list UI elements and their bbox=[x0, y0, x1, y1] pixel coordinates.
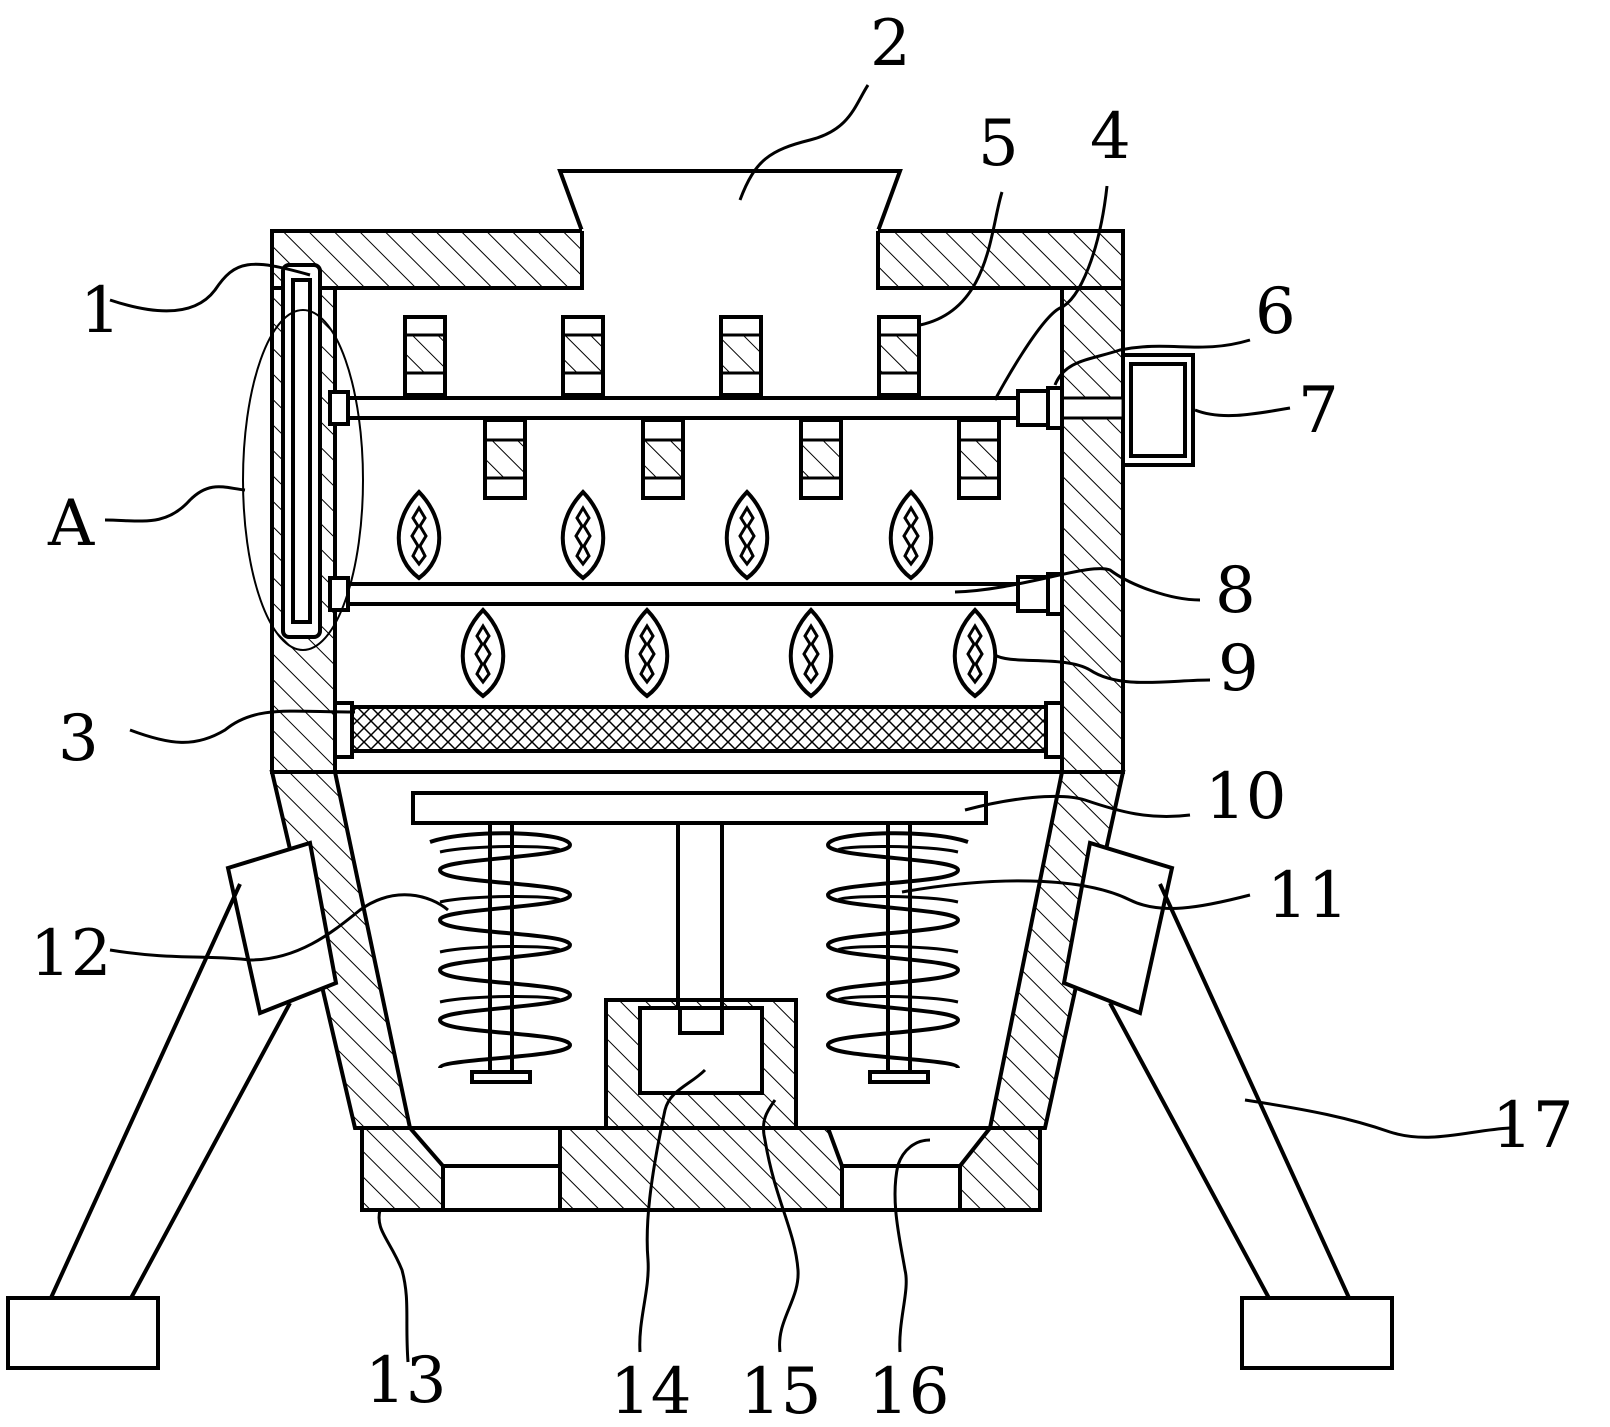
label-A: A bbox=[47, 487, 95, 561]
blade bbox=[483, 418, 527, 500]
grinding-lobes bbox=[396, 489, 998, 699]
base bbox=[360, 1126, 1042, 1212]
label-13: 13 bbox=[365, 1344, 446, 1418]
spring-left bbox=[429, 821, 573, 1084]
upper-shaft bbox=[328, 386, 1064, 430]
label-6: 6 bbox=[1255, 275, 1296, 349]
blade bbox=[877, 315, 921, 397]
lobe bbox=[560, 489, 606, 581]
spring-right bbox=[825, 821, 969, 1084]
upper-housing bbox=[270, 229, 1125, 774]
label-5: 5 bbox=[978, 107, 1019, 181]
leader-lines bbox=[104, 84, 1511, 1363]
lobe bbox=[624, 607, 670, 699]
blade bbox=[561, 315, 605, 397]
lobe bbox=[460, 607, 506, 699]
lower-shaft bbox=[328, 572, 1064, 616]
vibration-plate bbox=[411, 791, 988, 825]
leg-right bbox=[1061, 840, 1394, 1370]
vibration-motor bbox=[604, 998, 798, 1130]
blade bbox=[799, 418, 843, 500]
part-labels: 1 2 3 4 5 6 7 8 9 10 11 12 13 14 15 16 1… bbox=[30, 7, 1573, 1427]
right-wall bbox=[1060, 286, 1125, 774]
label-16: 16 bbox=[868, 1355, 949, 1427]
central-rod bbox=[676, 821, 724, 1010]
lobe bbox=[788, 607, 834, 699]
feed-hopper bbox=[557, 169, 903, 233]
label-10: 10 bbox=[1205, 760, 1286, 834]
label-11: 11 bbox=[1267, 859, 1348, 933]
lobe bbox=[724, 489, 770, 581]
label-9: 9 bbox=[1218, 632, 1259, 706]
label-7: 7 bbox=[1298, 374, 1339, 448]
label-1: 1 bbox=[80, 274, 121, 348]
blade bbox=[957, 418, 1001, 500]
screen-mesh bbox=[333, 701, 1064, 759]
blade bbox=[403, 315, 447, 397]
label-15: 15 bbox=[740, 1355, 821, 1427]
blade bbox=[719, 315, 763, 397]
label-17: 17 bbox=[1492, 1089, 1573, 1163]
label-3: 3 bbox=[58, 702, 99, 776]
label-14: 14 bbox=[610, 1355, 691, 1427]
belt-drive bbox=[242, 263, 364, 651]
leg-left bbox=[6, 840, 339, 1370]
lobe bbox=[888, 489, 934, 581]
blade bbox=[641, 418, 685, 500]
lobe bbox=[952, 607, 998, 699]
label-4: 4 bbox=[1090, 100, 1131, 174]
top-wall-right bbox=[876, 229, 1125, 290]
motor bbox=[1060, 353, 1195, 467]
label-12: 12 bbox=[30, 917, 111, 991]
label-2: 2 bbox=[870, 7, 911, 81]
label-8: 8 bbox=[1215, 554, 1256, 628]
lobe bbox=[396, 489, 442, 581]
crushing-blades-upper bbox=[403, 315, 1001, 500]
